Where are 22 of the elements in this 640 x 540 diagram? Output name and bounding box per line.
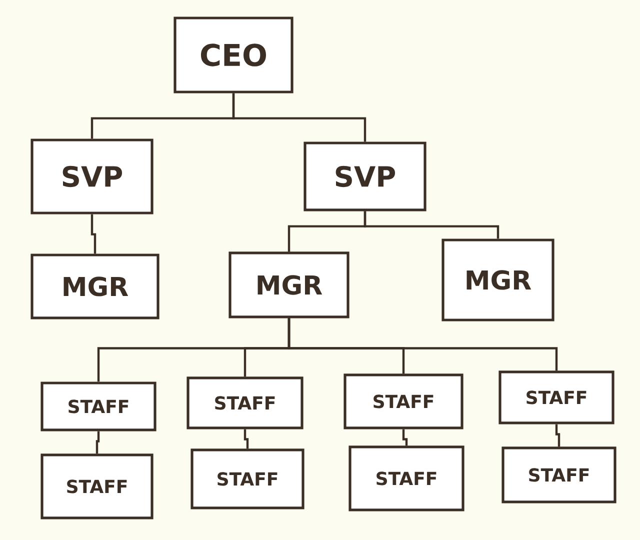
- role-box: MGR: [228, 252, 350, 318]
- connector-line: [402, 429, 408, 446]
- role-box: STAFF: [502, 446, 616, 504]
- connector-line: [555, 424, 560, 447]
- role-box: MGR: [30, 254, 160, 320]
- role-box: STAFF: [498, 370, 614, 424]
- role-box: STAFF: [348, 446, 464, 512]
- connector-line: [244, 429, 249, 449]
- connector-line: [232, 93, 366, 142]
- role-box: STAFF: [40, 382, 156, 432]
- connector-line: [288, 318, 558, 371]
- role-box: STAFF: [40, 454, 154, 520]
- role-box: MGR: [442, 238, 554, 322]
- role-box: SVP: [30, 138, 154, 214]
- connector-line: [90, 214, 96, 254]
- connector-line: [96, 431, 100, 454]
- role-box: STAFF: [344, 374, 464, 430]
- role-box: STAFF: [190, 448, 304, 510]
- connector-line: [364, 211, 500, 239]
- role-box: STAFF: [186, 376, 304, 430]
- role-box: CEO: [174, 16, 294, 94]
- role-box: SVP: [304, 142, 426, 212]
